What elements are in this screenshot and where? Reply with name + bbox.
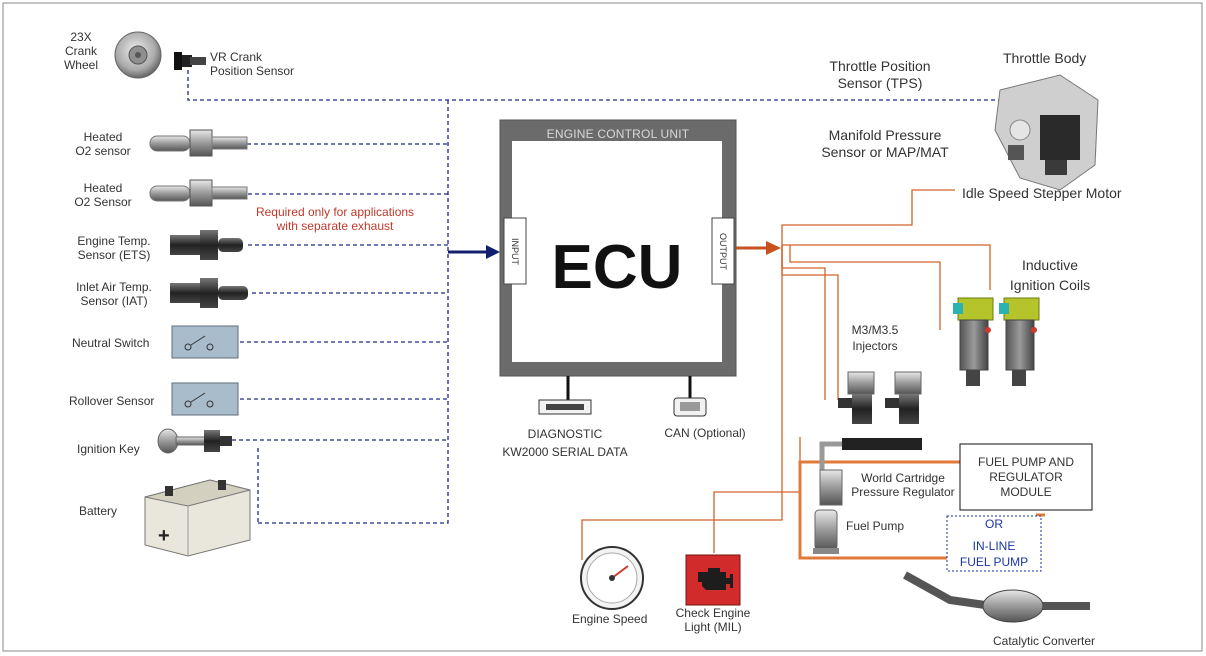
fuel-module-loop: [798, 460, 1036, 560]
o2-sensor-icon: [149, 179, 248, 207]
ecu-output-label: OUTPUT: [718, 232, 728, 270]
inline-fuel-pump-box: [946, 515, 1042, 572]
ecu-box: [499, 119, 737, 377]
fuel-pump-label: Fuel Pump: [846, 519, 905, 533]
rollover-sensor-label: Rollover Sensor: [69, 394, 155, 408]
ecu-title: ECU: [551, 233, 683, 302]
ignition-coil-icon: [999, 297, 1040, 386]
or-label: OR: [985, 517, 1003, 531]
svg-text:+: +: [158, 525, 170, 547]
can-label: CAN (Optional): [664, 426, 746, 440]
ecu-header: ENGINE CONTROL UNIT: [546, 127, 690, 141]
ignition-key-label: Ignition Key: [77, 442, 140, 456]
output-arrow: [735, 241, 781, 255]
injector-icon: [838, 371, 875, 424]
temperature-sensor-icon: [170, 278, 248, 308]
o2-sensor-icon: [149, 129, 248, 157]
switch-icon: [171, 325, 239, 359]
input-wiring: [187, 70, 1000, 524]
catalytic-converter-label: Catalytic Converter: [993, 634, 1096, 648]
ignition-key-icon: [157, 428, 232, 454]
catalytic-converter-icon: [903, 571, 1090, 623]
throttle-body-icon: [994, 74, 1099, 191]
iat-label: Inlet Air Temp.Sensor (IAT): [76, 280, 152, 308]
pressure-regulator-icon: [819, 469, 843, 506]
fuel-rail-icon: [819, 438, 922, 470]
vr-sensor-icon: [174, 52, 206, 70]
throttle-body-label: Throttle Body: [1003, 50, 1087, 66]
ecu-input-label: INPUT: [510, 237, 520, 265]
input-arrow: [448, 245, 500, 259]
output-wiring: [581, 189, 991, 560]
neutral-switch-label: Neutral Switch: [72, 336, 150, 350]
temperature-sensor-icon: [170, 230, 243, 260]
fuel-pump-module-box: [959, 443, 1093, 511]
injector-icon: [885, 371, 922, 424]
fuel-pump-icon: [813, 509, 839, 554]
check-engine-light-icon: [685, 554, 741, 606]
battery-icon: +: [144, 479, 251, 557]
tachometer-icon: [580, 546, 644, 610]
engine-speed-label: Engine Speed: [572, 612, 648, 626]
switch-icon: [171, 382, 239, 416]
battery-label: Battery: [79, 504, 118, 518]
idle-motor-label: Idle Speed Stepper Motor: [962, 185, 1122, 201]
ignition-coil-icon: [953, 297, 994, 386]
crank-wheel-icon: [114, 31, 162, 79]
diagnostic-connector: [538, 376, 592, 415]
can-connector: [673, 376, 707, 417]
ets-label: Engine Temp.Sensor (ETS): [77, 234, 151, 262]
